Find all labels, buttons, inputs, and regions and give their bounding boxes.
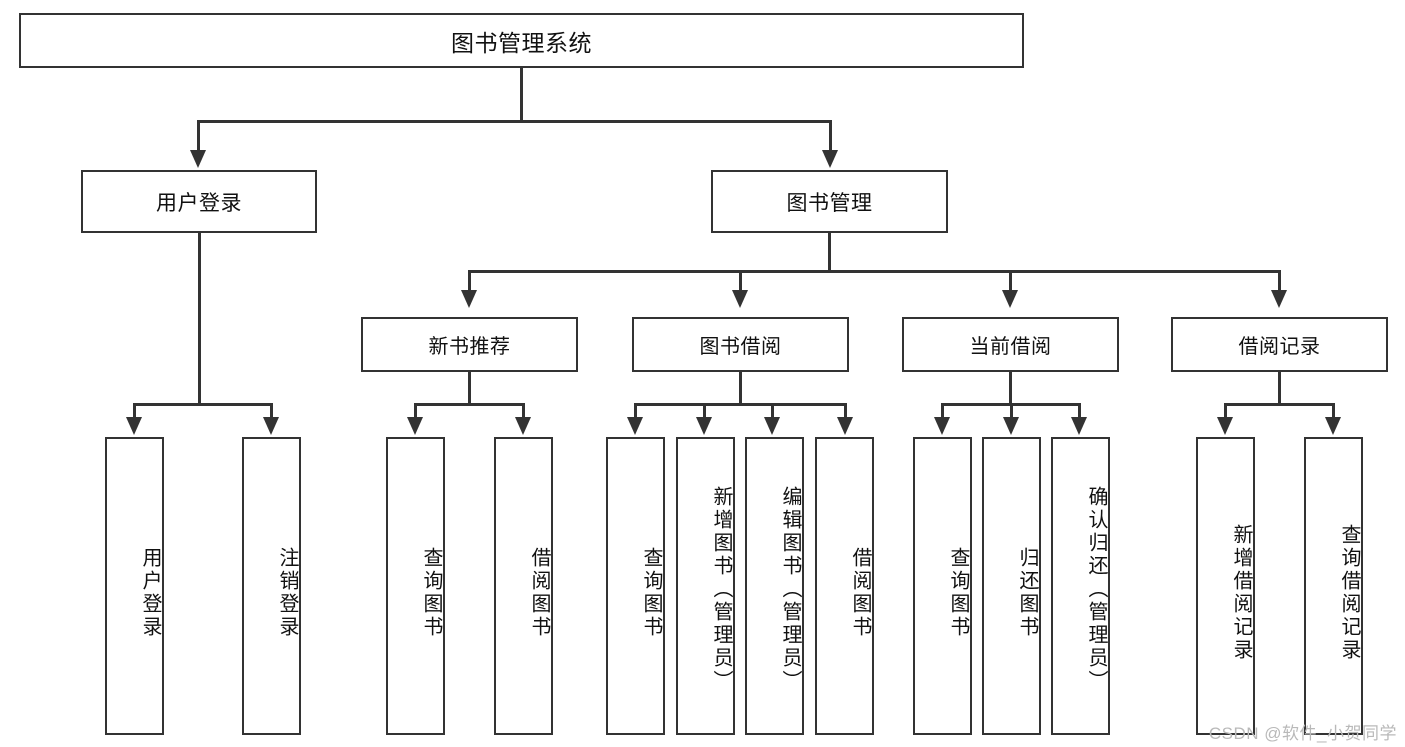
leaf-cb-query-book[interactable]: 查询图书 bbox=[913, 437, 972, 735]
arrow-to-leaf-cb-confirm bbox=[1071, 417, 1087, 435]
leaf-bb-borrow-book[interactable]: 借阅图书 bbox=[815, 437, 874, 735]
connector-user-login-drop-2 bbox=[270, 403, 273, 419]
connector-root-to-book-mgmt bbox=[829, 120, 832, 152]
connector-new-book-drop-2 bbox=[522, 403, 525, 419]
connector-user-login-bus bbox=[133, 403, 272, 406]
arrow-to-new-book bbox=[461, 290, 477, 308]
arrow-to-leaf-logout bbox=[263, 417, 279, 435]
node-book-borrow[interactable]: 图书借阅 bbox=[632, 317, 849, 372]
connector-user-login-stem bbox=[198, 233, 201, 405]
node-current-borrow[interactable]: 当前借阅 bbox=[902, 317, 1119, 372]
leaf-cb-return-book[interactable]: 归还图书 bbox=[982, 437, 1041, 735]
arrow-to-leaf-cb-return bbox=[1003, 417, 1019, 435]
connector-new-book-bus bbox=[414, 403, 524, 406]
arrow-to-leaf-nb-borrow bbox=[515, 417, 531, 435]
connector-current-borrow-stem bbox=[1009, 372, 1012, 405]
leaf-br-query-record[interactable]: 查询借阅记录 bbox=[1304, 437, 1363, 735]
leaf-cb-confirm-return-admin[interactable]: 确认归还（管理员） bbox=[1051, 437, 1110, 735]
arrow-to-book-borrow bbox=[732, 290, 748, 308]
connector-borrow-record-bus bbox=[1224, 403, 1334, 406]
arrow-to-current-borrow bbox=[1002, 290, 1018, 308]
connector-borrow-record-stem bbox=[1278, 372, 1281, 405]
node-book-management[interactable]: 图书管理 bbox=[711, 170, 948, 233]
connector-book-borrow-bus bbox=[634, 403, 846, 406]
leaf-bb-edit-book-admin[interactable]: 编辑图书（管理员） bbox=[745, 437, 804, 735]
leaf-nb-borrow-book[interactable]: 借阅图书 bbox=[494, 437, 553, 735]
arrow-to-leaf-br-add bbox=[1217, 417, 1233, 435]
connector-new-book-drop-1 bbox=[414, 403, 417, 419]
leaf-user-login[interactable]: 用户登录 bbox=[105, 437, 164, 735]
connector-book-mgmt-bus bbox=[468, 270, 1280, 273]
node-root-system[interactable]: 图书管理系统 bbox=[19, 13, 1024, 68]
connector-book-mgmt-stem bbox=[828, 233, 831, 272]
connector-bb-drop-2 bbox=[703, 403, 706, 419]
arrow-to-leaf-cb-query bbox=[934, 417, 950, 435]
connector-br-drop-1 bbox=[1224, 403, 1227, 419]
connector-bb-drop-3 bbox=[771, 403, 774, 419]
arrow-to-borrow-record bbox=[1271, 290, 1287, 308]
node-user-login[interactable]: 用户登录 bbox=[81, 170, 317, 233]
connector-cb-drop-1 bbox=[941, 403, 944, 419]
connector-user-login-drop-1 bbox=[133, 403, 136, 419]
node-borrow-record[interactable]: 借阅记录 bbox=[1171, 317, 1388, 372]
connector-cb-drop-3 bbox=[1078, 403, 1081, 419]
arrow-to-leaf-br-query bbox=[1325, 417, 1341, 435]
connector-book-borrow-stem bbox=[739, 372, 742, 405]
connector-root-stem bbox=[520, 68, 523, 122]
connector-cb-drop-2 bbox=[1010, 403, 1013, 419]
arrow-root-to-book-mgmt bbox=[822, 150, 838, 168]
arrow-to-leaf-bb-borrow bbox=[837, 417, 853, 435]
arrow-to-leaf-bb-query bbox=[627, 417, 643, 435]
connector-bus-drop-borrow-record bbox=[1278, 270, 1281, 292]
leaf-nb-query-book[interactable]: 查询图书 bbox=[386, 437, 445, 735]
connector-root-to-user-login bbox=[197, 120, 200, 152]
connector-root-bus bbox=[197, 120, 831, 123]
connector-bus-drop-current-borrow bbox=[1009, 270, 1012, 292]
node-new-book-recommend[interactable]: 新书推荐 bbox=[361, 317, 578, 372]
connector-bb-drop-4 bbox=[844, 403, 847, 419]
leaf-bb-add-book-admin[interactable]: 新增图书（管理员） bbox=[676, 437, 735, 735]
connector-bus-drop-book-borrow bbox=[739, 270, 742, 292]
leaf-logout[interactable]: 注销登录 bbox=[242, 437, 301, 735]
connector-br-drop-2 bbox=[1332, 403, 1335, 419]
arrow-root-to-user-login bbox=[190, 150, 206, 168]
connector-bb-drop-1 bbox=[634, 403, 637, 419]
leaf-br-add-record[interactable]: 新增借阅记录 bbox=[1196, 437, 1255, 735]
arrow-to-leaf-bb-edit bbox=[764, 417, 780, 435]
leaf-bb-query-book[interactable]: 查询图书 bbox=[606, 437, 665, 735]
connector-bus-drop-new-book bbox=[468, 270, 471, 292]
arrow-to-leaf-nb-query bbox=[407, 417, 423, 435]
arrow-to-leaf-bb-add bbox=[696, 417, 712, 435]
connector-new-book-stem bbox=[468, 372, 471, 405]
arrow-to-leaf-user-login bbox=[126, 417, 142, 435]
